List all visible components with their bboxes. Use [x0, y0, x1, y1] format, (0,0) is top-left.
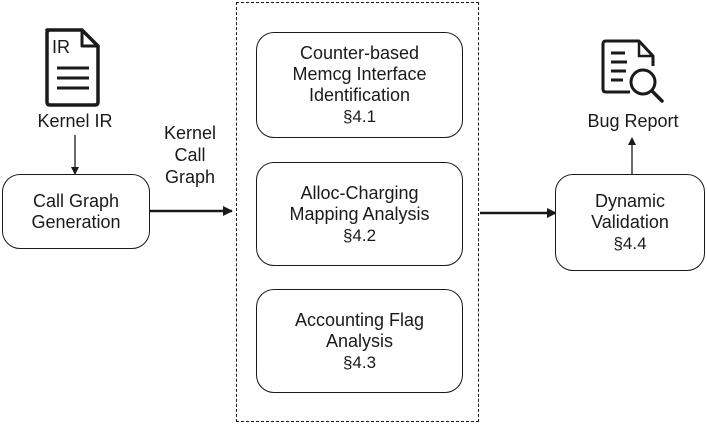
kernel-ir-label: Kernel IR [37, 111, 113, 131]
box-line: Identification [308, 85, 411, 105]
memcg-interface-identification-box: Counter-based Memcg Interface Identifica… [256, 32, 463, 138]
analysis-group [236, 2, 479, 422]
box-line: Counter-based [299, 43, 420, 63]
box-line: Memcg Interface [292, 64, 427, 84]
kernel-call-graph-label: Kernel Call Graph [150, 122, 230, 188]
box-line: Validation [591, 212, 669, 232]
alloc-charging-mapping-box: Alloc-Charging Mapping Analysis §4.2 [256, 162, 463, 266]
label-line: Graph [164, 167, 216, 187]
report-search-icon [601, 39, 664, 103]
ir-document-icon [45, 28, 100, 107]
section-ref: §4.4 [613, 234, 647, 253]
section-ref: §4.1 [342, 107, 377, 126]
box-line: Generation [31, 211, 121, 232]
call-graph-generation-box: Call Graph Generation [2, 174, 150, 249]
section-ref: §4.2 [342, 225, 377, 245]
box-line: Call Graph [32, 190, 120, 211]
box-line: Alloc-Charging [300, 182, 419, 203]
box-line: Accounting Flag [294, 309, 425, 330]
dynamic-validation-box: Dynamic Validation §4.4 [555, 174, 705, 271]
label-line: Call [174, 145, 206, 165]
section-ref: §4.3 [342, 352, 377, 372]
bug-report-label: Bug Report [587, 111, 679, 131]
ir-icon-text: IR [52, 37, 70, 57]
accounting-flag-analysis-box: Accounting Flag Analysis §4.3 [256, 289, 463, 393]
box-line: Dynamic [594, 191, 665, 211]
box-line: Analysis [325, 330, 394, 351]
label-line: Kernel [163, 123, 217, 143]
box-line: Mapping Analysis [289, 203, 430, 224]
